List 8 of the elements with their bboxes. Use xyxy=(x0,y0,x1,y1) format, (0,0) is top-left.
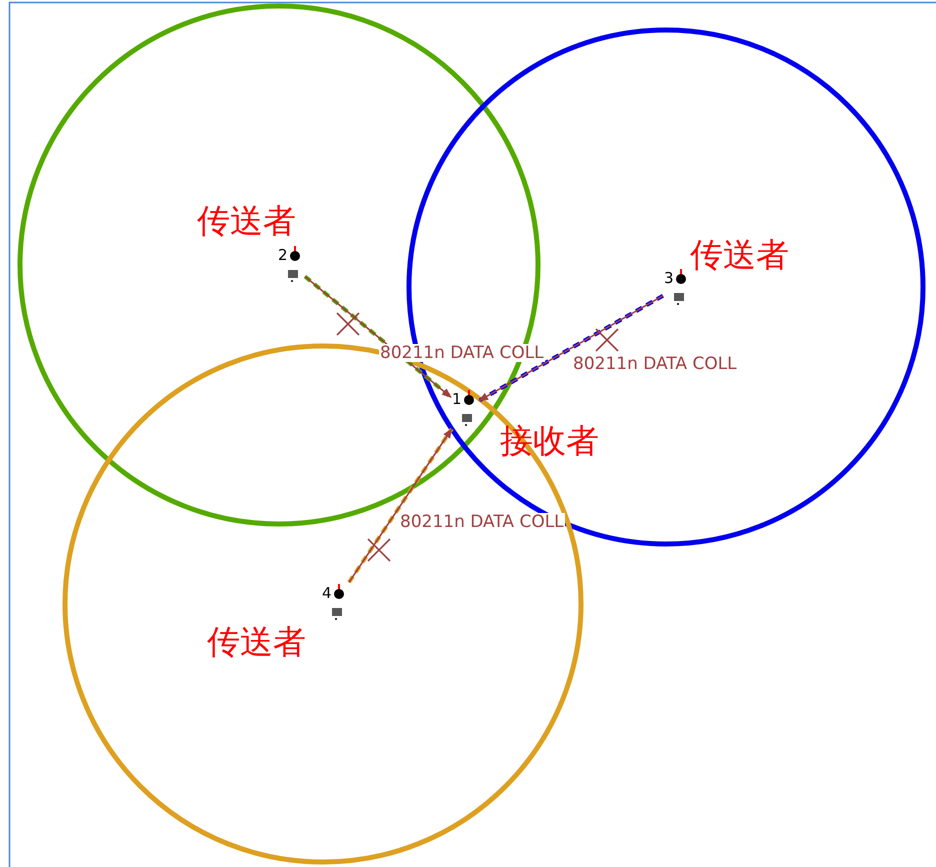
station-number: 1 xyxy=(452,392,462,407)
role-label: 传送者 xyxy=(207,624,306,660)
edge-label: 80211n DATA COLL xyxy=(379,344,545,362)
station-number: 4 xyxy=(322,586,332,601)
role-label: 传送者 xyxy=(197,203,296,239)
station-number: 2 xyxy=(278,248,288,263)
station-number: 3 xyxy=(664,271,674,286)
role-label: 传送者 xyxy=(690,237,789,273)
